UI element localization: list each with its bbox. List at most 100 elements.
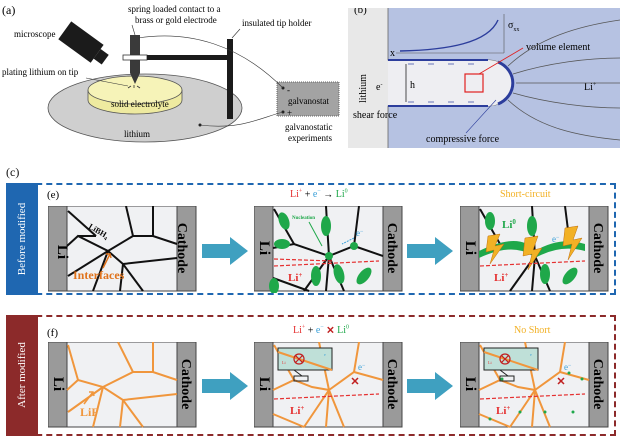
after-modified-label: After modified (16, 342, 28, 408)
li-nuclei (269, 212, 372, 293)
experiments-label-2: experiments (288, 133, 332, 143)
electron-label: e− (564, 362, 572, 372)
blocked-circle-icon (293, 353, 305, 365)
x-axis-label: x (390, 48, 395, 59)
minus-terminal: - (287, 85, 290, 95)
panel-a-label: (a) (2, 3, 15, 17)
panel-a-setup-diagram: (a) solid electrolyte lithium microscope… (2, 3, 340, 143)
inset-li-label: Li (282, 360, 286, 365)
li0-label: Li0 (502, 218, 516, 231)
plus-terminal: + (287, 108, 292, 118)
nucleation-label: Nucleation (292, 216, 315, 221)
after-modified-sidebar: After modified (6, 315, 38, 436)
stress-curve (399, 19, 499, 52)
tip-front (497, 60, 515, 106)
cathode-electrode (176, 206, 197, 292)
li-ion-path (273, 258, 380, 267)
sigma-label: σxx (508, 20, 519, 33)
inset-e-label: e (324, 352, 326, 357)
before-cell-1: Li Cathode LiBH4 Interfaces (48, 206, 197, 292)
plated-lithium (127, 85, 141, 89)
no-short-label: No Short (514, 325, 551, 336)
compressive-force-label: compressive force (426, 134, 500, 145)
lithium-region (348, 8, 388, 148)
panel-c-label: (c) (6, 165, 20, 179)
h-label: h (410, 80, 415, 91)
microscope-icon (58, 21, 109, 65)
panel-b-stress-diagram: σxx x (b) lithium e- h shear force compr… (348, 8, 620, 148)
before-modified-sidebar: Before modified (6, 183, 38, 295)
plating-label: plating lithium on tip (2, 67, 79, 77)
short-circuit-label: Short-circuit (500, 189, 551, 200)
tip-holder-label: insulated tip holder (242, 18, 312, 28)
li-ion-label: Li+ (288, 271, 302, 284)
inset-source-box (293, 375, 309, 382)
tiny-li-nuclei (488, 371, 584, 421)
galvanostat-label: galvanostat (288, 96, 329, 106)
after-cell-1: Li Cathode LiF (48, 342, 197, 428)
wire-positive (199, 111, 284, 127)
cathode-label: Cathode (174, 223, 189, 274)
blocked-electron-x (351, 377, 359, 385)
after-cell-2: Li Cathode Li e Li+ e− (254, 342, 403, 428)
inset-li-label: Li (488, 360, 492, 365)
shear-force-label: shear force (353, 110, 398, 121)
arrow-after-1 (202, 372, 248, 400)
filament (388, 60, 513, 106)
cathode-label: Cathode (590, 359, 605, 410)
panel-b-label: (b) (354, 8, 367, 16)
blocked-x-icon: ✕ (326, 325, 335, 337)
lithium-label: lithium (124, 129, 150, 139)
inset-e-label: e (530, 352, 532, 357)
before-cell-2: Li Cathode Nucleation Li+ e− (254, 206, 403, 293)
li-label: Li (54, 245, 70, 259)
tip-arm (147, 55, 229, 60)
li-electrode (48, 206, 68, 292)
electron-label: e- (376, 82, 382, 93)
sub-label-e: (e) (47, 189, 60, 201)
cathode-label: Cathode (384, 223, 399, 274)
microscope-label: microscope (14, 29, 55, 39)
li-ion-flux-lines (507, 19, 620, 141)
tip-holder-post (227, 39, 233, 119)
li-label: Li (462, 377, 478, 391)
experiments-label-1: galvanostatic (285, 122, 332, 132)
li-ion-label: Li+ (584, 82, 597, 93)
interfaces-label: Interfaces (73, 268, 125, 282)
li-label: Li (50, 377, 66, 391)
electron-label: e− (356, 228, 364, 238)
sub-label-f: (f) (47, 327, 58, 339)
arrow-before-1 (202, 237, 248, 265)
lif-grain-boundaries (66, 342, 178, 428)
blocked-circle-icon (499, 353, 511, 365)
li-label: Li (256, 377, 272, 391)
li-ion-label: Li+ (290, 404, 304, 417)
insulator-sleeve (122, 54, 148, 61)
electron-label: e− (552, 234, 560, 244)
arrow-after-2 (407, 372, 453, 400)
before-modified-label: Before modified (16, 202, 28, 276)
blocked-electron-x (557, 377, 565, 385)
spring-contact-label-1: spring loaded contact to a (128, 4, 220, 14)
cathode-label: Cathode (590, 223, 605, 274)
lif-arrow (83, 391, 95, 405)
li-ion-label: Li+ (494, 271, 508, 284)
arrow-before-2 (407, 237, 453, 265)
li-label: Li (256, 241, 272, 255)
cathode-label: Cathode (178, 359, 193, 410)
spring-contact-label-2: brass or gold electrode (135, 15, 217, 25)
after-cell-3: Li Cathode Li e Li+ e− (460, 342, 609, 428)
electron-label: e− (358, 362, 366, 372)
galvanostat-box (276, 81, 340, 117)
cathode-label: Cathode (384, 359, 399, 410)
lif-label: LiF (80, 405, 99, 419)
short-circuit-bolts (485, 225, 583, 271)
li-label: Li (462, 241, 478, 255)
lithium-label-b: lithium (358, 74, 369, 103)
li-ion-label: Li+ (496, 404, 510, 417)
volume-element-box (464, 73, 484, 93)
reaction-equation-before: Li+ + e− → Li0 (290, 189, 348, 201)
interfaces-arrow (102, 253, 112, 269)
shear-arrows (408, 63, 474, 103)
volume-element-label: volume element (526, 42, 590, 53)
